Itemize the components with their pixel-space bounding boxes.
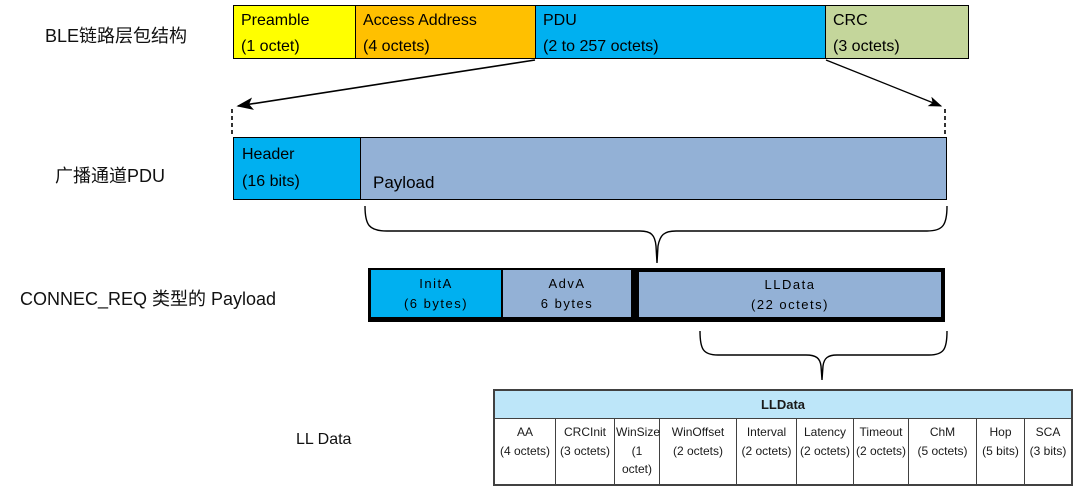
header-title: Header bbox=[242, 146, 295, 163]
adva-box: AdvA 6 bytes bbox=[503, 270, 631, 317]
pdu-title: PDU bbox=[543, 12, 577, 29]
pdu-box: PDU (2 to 257 octets) bbox=[535, 5, 826, 59]
access-address-size: (4 octets) bbox=[363, 37, 430, 55]
cell-interval: Interval (2 octets) bbox=[737, 419, 797, 484]
access-address-box: Access Address (4 octets) bbox=[355, 5, 536, 59]
crc-title: CRC bbox=[833, 12, 868, 29]
cell-winoffset: WinOffset (2 octets) bbox=[660, 419, 737, 484]
row2-label: 广播通道PDU bbox=[55, 166, 166, 186]
crc-box: CRC (3 octets) bbox=[825, 5, 969, 59]
access-address-title: Access Address bbox=[363, 12, 477, 29]
adva-size: 6 bytes bbox=[540, 295, 594, 311]
lldata-box: LLData (22 octets) bbox=[639, 272, 941, 317]
preamble-size: (1 octet) bbox=[241, 37, 300, 55]
pdu-expand-arrow-left bbox=[236, 59, 536, 110]
payload-brace bbox=[364, 205, 948, 264]
lldata-table: LLData AA (4 octets) CRCInit (3 octets) … bbox=[493, 389, 1073, 486]
lldata-title: LLData bbox=[764, 277, 816, 292]
cell-timeout: Timeout (2 octets) bbox=[854, 419, 909, 484]
lldata-table-header: LLData bbox=[495, 391, 1071, 419]
lldata-size: (22 octets) bbox=[751, 296, 829, 312]
row1-label: BLE链路层包结构 bbox=[45, 26, 188, 46]
header-size: (16 bits) bbox=[242, 173, 300, 191]
lldata-table-row: AA (4 octets) CRCInit (3 octets) WinSize… bbox=[495, 419, 1071, 484]
row3-label: CONNEC_REQ 类型的 Payload bbox=[20, 289, 277, 309]
pdu-size: (2 to 257 octets) bbox=[543, 37, 659, 55]
cell-aa: AA (4 octets) bbox=[495, 419, 556, 484]
connect-req-payload-row: InitA (6 bytes) AdvA 6 bytes LLData (22 … bbox=[368, 268, 945, 322]
cell-crcinit: CRCInit (3 octets) bbox=[556, 419, 615, 484]
cell-latency: Latency (2 octets) bbox=[797, 419, 854, 484]
advertising-pdu-row: Header (16 bits) Payload bbox=[233, 137, 947, 200]
crc-size: (3 octets) bbox=[833, 37, 900, 55]
payload-box: Payload bbox=[360, 137, 947, 200]
inita-title: InitA bbox=[419, 276, 453, 291]
inita-box: InitA (6 bytes) bbox=[371, 270, 501, 317]
cell-sca: SCA (3 bits) bbox=[1029, 425, 1067, 458]
pdu-expand-arrow-right bbox=[825, 59, 943, 107]
inita-size: (6 bytes) bbox=[403, 295, 469, 311]
cell-chm: ChM (5 octets) bbox=[909, 419, 977, 484]
adva-title: AdvA bbox=[548, 276, 586, 291]
cell-hop: Hop (5 bits) bbox=[977, 419, 1025, 484]
packet-structure-row: Preamble (1 octet) Access Address (4 oct… bbox=[233, 5, 969, 59]
cell-winsize: WinSize (1 octet) bbox=[615, 419, 660, 484]
preamble-title: Preamble bbox=[241, 12, 310, 29]
lldata-brace bbox=[699, 330, 948, 381]
header-box: Header (16 bits) bbox=[233, 137, 361, 200]
preamble-box: Preamble (1 octet) bbox=[233, 5, 356, 59]
payload-title: Payload bbox=[373, 173, 435, 192]
row4-label: LL Data bbox=[296, 431, 352, 448]
